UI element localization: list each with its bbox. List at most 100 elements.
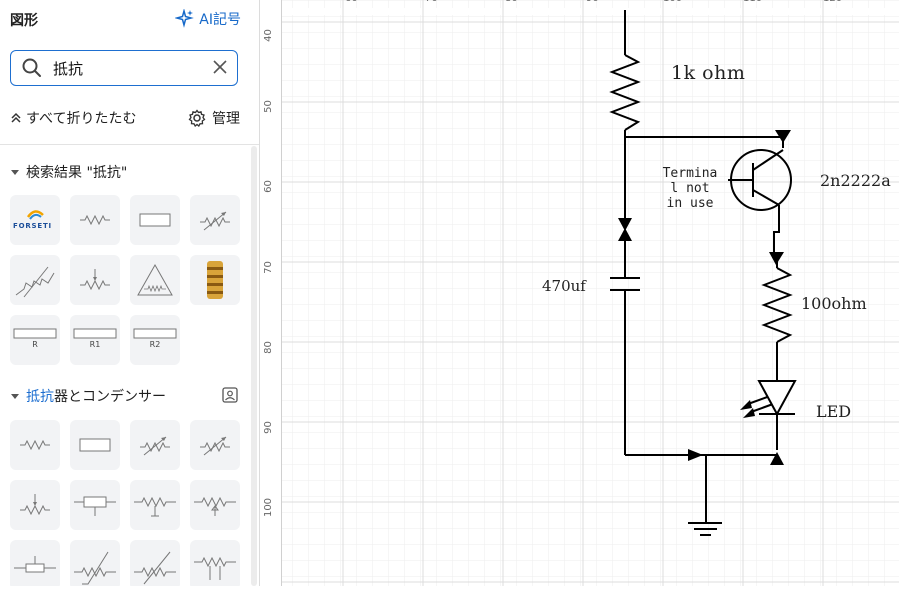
tile-label-r1: R1 (89, 340, 101, 349)
box-tap-resistor-icon (74, 496, 116, 516)
shape-tile-triangle-resistor[interactable] (130, 255, 180, 305)
ai-symbol-label: AI記号 (199, 12, 241, 28)
shape-tile-trimmer-resistor[interactable] (130, 480, 180, 530)
resistor-1k-label: 1k ohm (671, 62, 746, 84)
shape-tile-resistor-zigzag[interactable] (10, 420, 60, 470)
variable-resistor-icon (200, 436, 230, 456)
note-line-2: l not (670, 181, 710, 196)
divider (0, 144, 259, 145)
shape-tile-resistor-r1[interactable]: R1 (70, 315, 120, 365)
shape-tile-variable-resistor-2[interactable] (130, 420, 180, 470)
arrow (688, 449, 703, 461)
arrow (618, 218, 632, 231)
arrow (618, 228, 632, 241)
triangle-resistor-icon (137, 263, 173, 296)
diagram-canvas[interactable] (260, 0, 899, 586)
led-triangle[interactable] (757, 380, 797, 417)
forseti-logo-text: FORSETI (13, 222, 52, 230)
rect-resistor-icon (139, 213, 171, 227)
ruler-label: 80 (505, 0, 518, 4)
shape-tile-rect-resistor[interactable] (130, 195, 180, 245)
sparkle-icon (175, 9, 195, 28)
variable-resistor-icon (200, 211, 230, 231)
arrow (769, 252, 784, 265)
grid-background (260, 0, 899, 586)
shape-tile-resistor-r[interactable]: R (10, 315, 60, 365)
adjustable-resistor-icon (194, 496, 236, 516)
arrow (770, 452, 784, 465)
shape-tile-variable-resistor-3[interactable] (190, 420, 240, 470)
labeled-resistor-icon (73, 328, 117, 339)
resistor-icon (20, 439, 50, 451)
labeled-resistor-icon (133, 328, 177, 339)
shape-tile-adjustable-resistor[interactable] (190, 480, 240, 530)
labeled-resistor-icon (13, 328, 57, 339)
search-results-header[interactable]: 検索結果 "抵抗" (10, 162, 127, 182)
shape-tile-box-resistor-3[interactable] (10, 540, 60, 586)
shape-tile-physical-resistor[interactable] (190, 255, 240, 305)
led-label: LED (816, 402, 852, 421)
tap-resistor-icon (20, 494, 50, 516)
tile-label-r2: R2 (149, 340, 161, 349)
shapes-panel: 図形 AI記号 すべて折りたたむ (0, 0, 260, 586)
wire-emitter[interactable] (773, 205, 780, 252)
forseti-logo-icon (26, 210, 44, 220)
resistor-100ohm[interactable] (761, 267, 793, 343)
major-grid (282, 0, 899, 586)
caret-down-icon (11, 394, 19, 399)
ai-symbol-button[interactable]: AI記号 (175, 8, 241, 30)
ruler-label: 70 (425, 0, 438, 4)
arrow (743, 408, 755, 418)
physical-resistor-icon (207, 261, 223, 299)
collapse-all-button[interactable]: すべて折りたたむ (10, 108, 136, 128)
shape-tile-varistor[interactable] (130, 540, 180, 586)
potentiometer-icon (15, 266, 55, 298)
clear-search-icon[interactable] (211, 58, 229, 76)
resistor-100ohm-label: 100ohm (801, 294, 867, 313)
ruler-label: 110 (743, 0, 762, 4)
shape-tile-thermistor[interactable] (70, 540, 120, 586)
shape-tile-photoresistor[interactable] (190, 540, 240, 586)
resistors-capacitors-header[interactable]: 抵抗器とコンデンサー (10, 386, 166, 406)
varistor-icon (134, 551, 176, 585)
shape-tile-tap-resistor[interactable] (70, 255, 120, 305)
tap-resistor-icon (80, 269, 110, 291)
rect-resistor-icon (79, 438, 111, 452)
note-line-3: in use (666, 196, 714, 211)
vertical-ruler: 40 50 60 70 80 90 100 (260, 0, 282, 586)
manage-button[interactable]: 管理 (188, 108, 240, 128)
photoresistor-icon (194, 556, 236, 580)
shape-tile-resistor[interactable] (70, 195, 120, 245)
collapse-all-label: すべて折りたたむ (26, 111, 137, 127)
arrow (775, 130, 791, 143)
horizontal-ruler: 60 70 80 90 100 110 120 (282, 0, 899, 15)
section-label-highlight: 抵抗 (26, 389, 54, 405)
transistor-label: 2n2222a (820, 171, 891, 190)
manage-label: 管理 (212, 111, 240, 127)
shape-tile-resistor-box[interactable] (70, 420, 120, 470)
shape-tile-potentiometer-diagonal[interactable] (10, 255, 60, 305)
thermistor-icon (74, 551, 116, 585)
search-input[interactable] (51, 58, 205, 78)
panel-header: 図形 AI記号 (0, 0, 259, 40)
collapse-chevrons-icon (11, 112, 21, 123)
resistor-1k[interactable] (609, 54, 641, 131)
caret-down-icon (11, 170, 19, 175)
note-line-1: Termina (662, 166, 718, 181)
search-results-label: 検索結果 "抵抗" (26, 165, 128, 181)
panel-scrollbar[interactable] (251, 146, 257, 586)
collapse-row: すべて折りたたむ 管理 (10, 108, 242, 130)
shape-tile-forseti-logo[interactable]: FORSETI (10, 195, 60, 245)
ruler-label: 120 (823, 0, 842, 4)
shape-tile-variable-resistor[interactable] (190, 195, 240, 245)
shape-tile-resistor-r2[interactable]: R2 (130, 315, 180, 365)
shape-tile-box-tap-resistor[interactable] (70, 480, 120, 530)
trimmer-resistor-icon (134, 496, 176, 517)
ruler-label: 100 (663, 0, 682, 4)
panel-title: 図形 (10, 13, 38, 29)
box-resistor-icon (14, 556, 56, 573)
shape-tile-tap-resistor-2[interactable] (10, 480, 60, 530)
library-person-icon[interactable] (221, 386, 239, 404)
ruler-label: 90 (586, 0, 599, 4)
